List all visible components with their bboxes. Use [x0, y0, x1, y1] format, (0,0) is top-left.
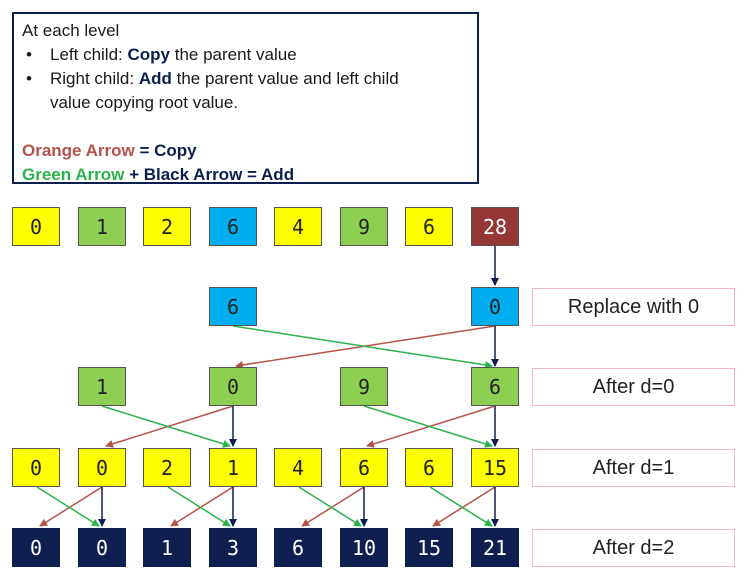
input-cell: 4	[274, 207, 322, 246]
d1-cell: 6	[340, 448, 388, 487]
input-cell: 0	[12, 207, 60, 246]
bullet-icon: •	[26, 69, 32, 88]
d0-cell: 0	[209, 367, 257, 406]
orange-arrow	[105, 405, 234, 448]
d1-cell: 0	[78, 448, 126, 487]
d2-cell: 0	[78, 528, 126, 567]
input-cell: 9	[340, 207, 388, 246]
d1-cell: 1	[209, 448, 257, 487]
d2-cell: 21	[471, 528, 519, 567]
d1-cell: 4	[274, 448, 322, 487]
orange-arrow	[39, 486, 103, 527]
legend-heading: At each level	[22, 21, 120, 40]
label-d1: After d=1	[532, 449, 735, 487]
green-arrow	[167, 486, 231, 527]
legend-left-child: • Left child: Copy the parent value	[24, 43, 469, 67]
label-d0: After d=0	[532, 368, 735, 406]
legend-green-line: Green Arrow + Black Arrow = Add	[22, 163, 469, 187]
orange-arrow	[366, 405, 496, 448]
d2-cell: 10	[340, 528, 388, 567]
green-arrow	[101, 405, 231, 448]
left-prefix: Left child:	[50, 45, 128, 64]
input-cell: 1	[78, 207, 126, 246]
input-cell-root: 28	[471, 207, 519, 246]
green-arrow	[429, 486, 493, 527]
d0-cell: 6	[471, 367, 519, 406]
d2-cell: 0	[12, 528, 60, 567]
legend-box: At each level • Left child: Copy the pare…	[12, 12, 479, 184]
orange-arrow	[432, 486, 496, 527]
orange-arrow-label: Orange Arrow	[22, 141, 135, 160]
green-arrow-label: Green Arrow	[22, 165, 125, 184]
green-arrow	[363, 405, 493, 448]
legend-orange-line: Orange Arrow = Copy	[22, 139, 469, 163]
replace-cell: 6	[209, 287, 257, 326]
orange-eq: = Copy	[134, 141, 197, 160]
d0-cell: 9	[340, 367, 388, 406]
d2-cell: 3	[209, 528, 257, 567]
replace-cell-zero: 0	[471, 287, 519, 326]
legend-right-child: • Right child: Add the parent value and l…	[24, 67, 469, 115]
orange-arrow	[170, 486, 234, 527]
right-prefix: Right child:	[50, 69, 139, 88]
d1-cell: 0	[12, 448, 60, 487]
left-suffix: the parent value	[170, 45, 297, 64]
d2-cell: 6	[274, 528, 322, 567]
right-suffix: the parent value and left child	[171, 69, 399, 88]
label-replace: Replace with 0	[532, 288, 735, 326]
left-bold: Copy	[127, 45, 171, 64]
d1-cell: 2	[143, 448, 191, 487]
bullet-icon: •	[26, 45, 32, 64]
right-line2: value copying root value.	[50, 93, 239, 112]
d1-cell: 6	[405, 448, 453, 487]
green-arrow	[298, 486, 362, 527]
input-cell: 6	[405, 207, 453, 246]
orange-arrow	[301, 486, 365, 527]
green-arrow	[232, 325, 493, 369]
d2-cell: 15	[405, 528, 453, 567]
right-bold: Add	[138, 69, 172, 88]
label-d2: After d=2	[532, 529, 735, 567]
d1-cell: 15	[471, 448, 519, 487]
green-mid: + Black Arrow = Add	[124, 165, 295, 184]
d2-cell: 1	[143, 528, 191, 567]
input-cell: 2	[143, 207, 191, 246]
d0-cell: 1	[78, 367, 126, 406]
green-arrow	[36, 486, 100, 527]
input-cell: 6	[209, 207, 257, 246]
